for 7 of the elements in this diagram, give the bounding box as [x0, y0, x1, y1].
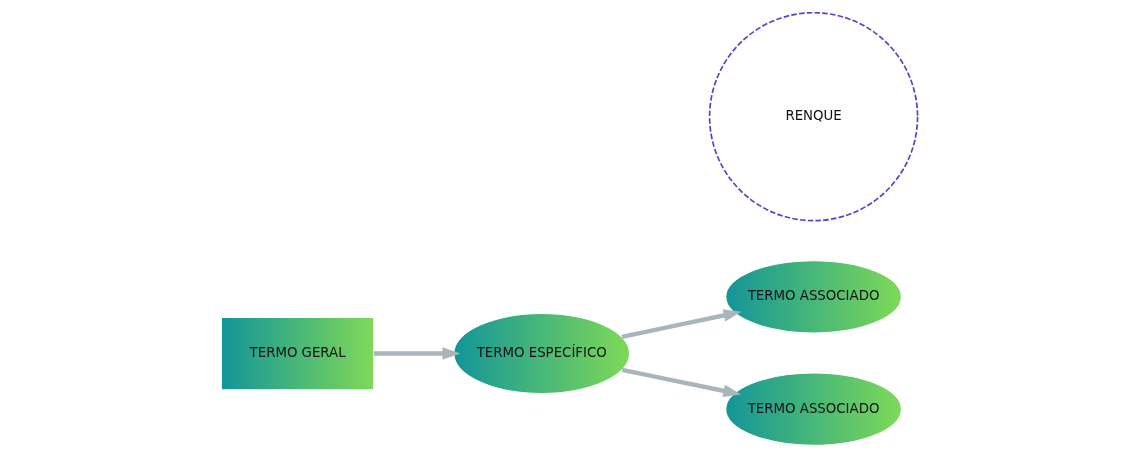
arrow: [620, 309, 741, 340]
arrow: [373, 347, 460, 360]
node-ellipse: TERMO ASSOCIADO: [724, 372, 902, 446]
node-ellipse: TERMO ESPECÍFICO: [452, 312, 630, 395]
arrow: [621, 367, 741, 397]
node-box: TERMO GERAL: [220, 316, 374, 391]
node-circle: RENQUE: [708, 11, 918, 222]
